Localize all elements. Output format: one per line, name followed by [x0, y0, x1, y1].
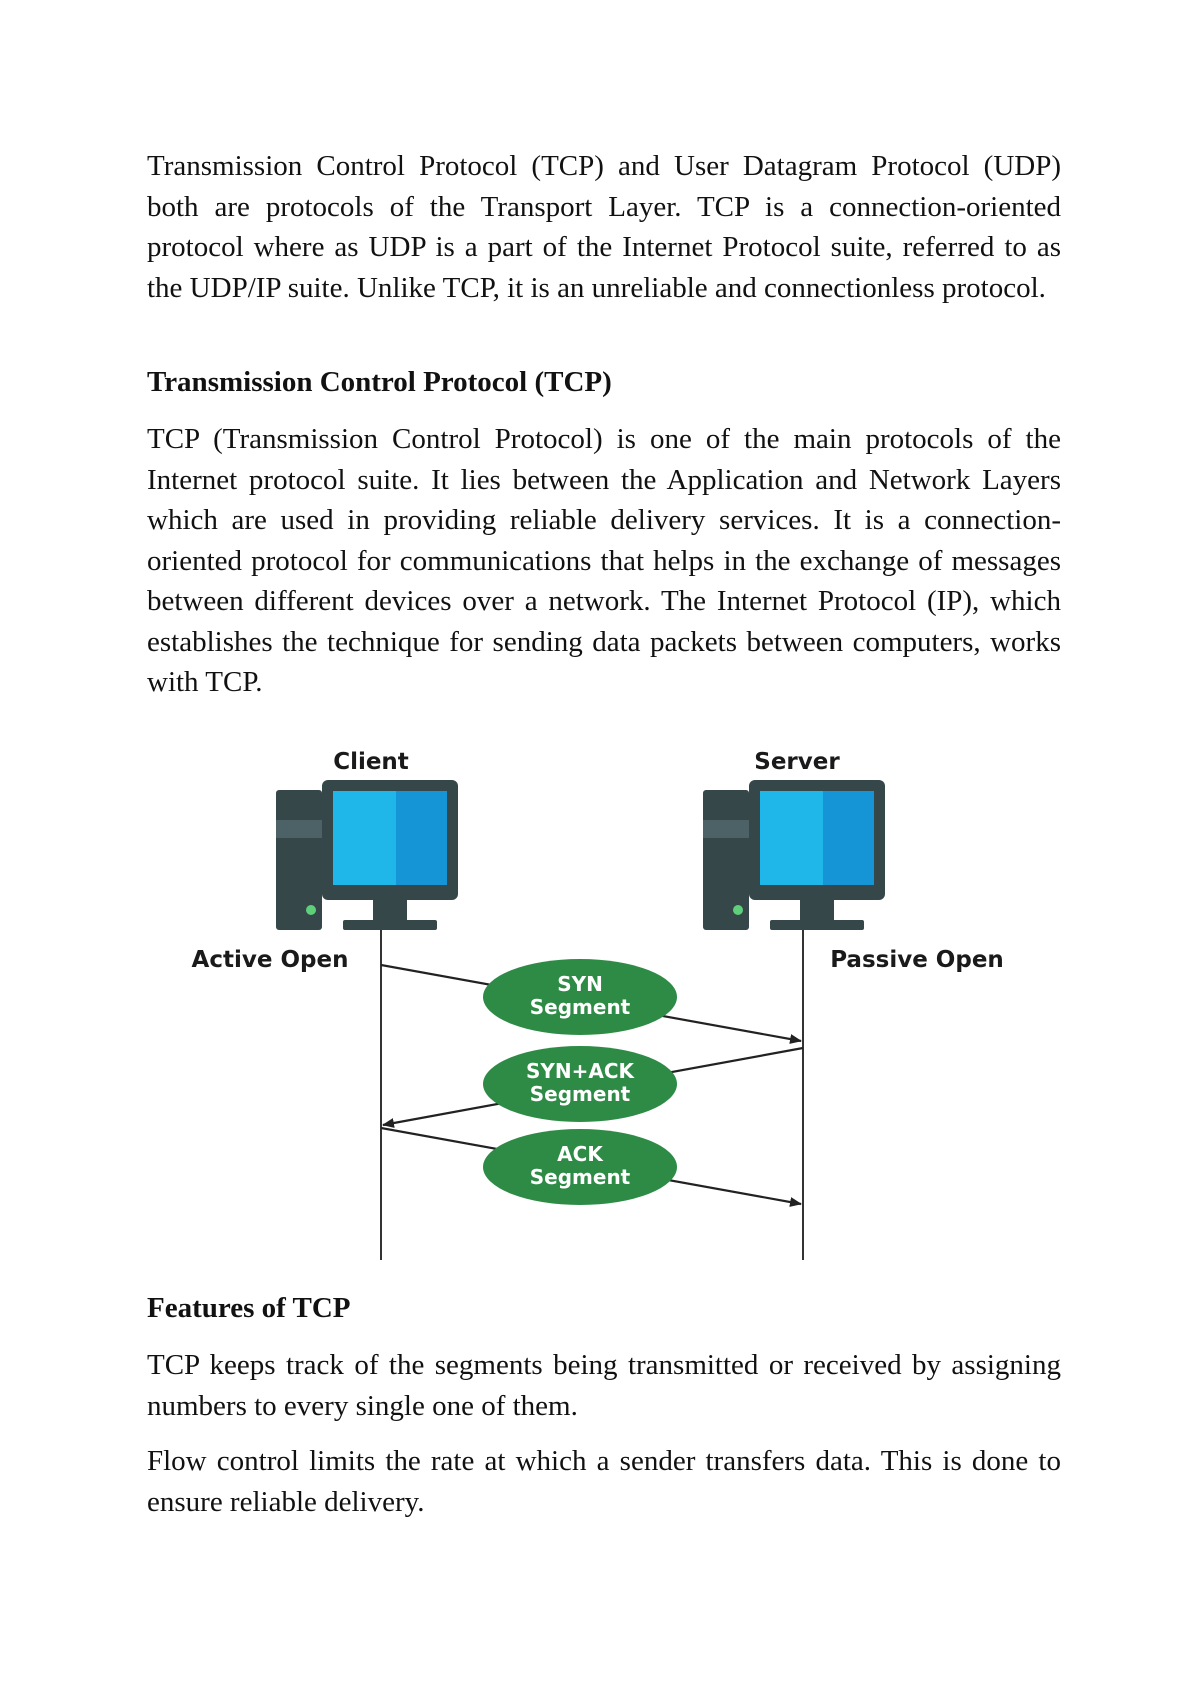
tcp-heading: Transmission Control Protocol (TCP)	[147, 366, 612, 398]
features-paragraph-1: TCP keeps track of the segments being tr…	[147, 1349, 1061, 1422]
syn-ack-segment-subtitle: Segment	[530, 1082, 631, 1106]
client-label: Client	[333, 749, 409, 775]
client-computer-icon	[276, 780, 458, 930]
ack-segment: ACK Segment	[483, 1129, 677, 1205]
active-open-label: Active Open	[192, 947, 349, 973]
syn-segment-subtitle: Segment	[530, 995, 631, 1019]
syn-ack-segment-title: SYN+ACK	[526, 1059, 636, 1083]
syn-segment: SYN Segment	[483, 959, 677, 1035]
features-paragraph-2: Flow control limits the rate at which a …	[147, 1445, 1061, 1518]
server-computer-icon	[703, 780, 885, 930]
tcp-description-paragraph: TCP (Transmission Control Protocol) is o…	[147, 423, 1061, 698]
server-label: Server	[754, 749, 840, 775]
syn-ack-segment: SYN+ACK Segment	[483, 1046, 677, 1122]
features-heading: Features of TCP	[147, 1292, 351, 1324]
syn-segment-title: SYN	[557, 972, 603, 996]
passive-open-label: Passive Open	[830, 947, 1004, 973]
ack-segment-title: ACK	[557, 1142, 604, 1166]
tcp-handshake-diagram: Client Server Active Open Passive Open S…	[185, 735, 1035, 1260]
intro-paragraph: Transmission Control Protocol (TCP) and …	[147, 150, 1061, 304]
ack-segment-subtitle: Segment	[530, 1165, 631, 1189]
